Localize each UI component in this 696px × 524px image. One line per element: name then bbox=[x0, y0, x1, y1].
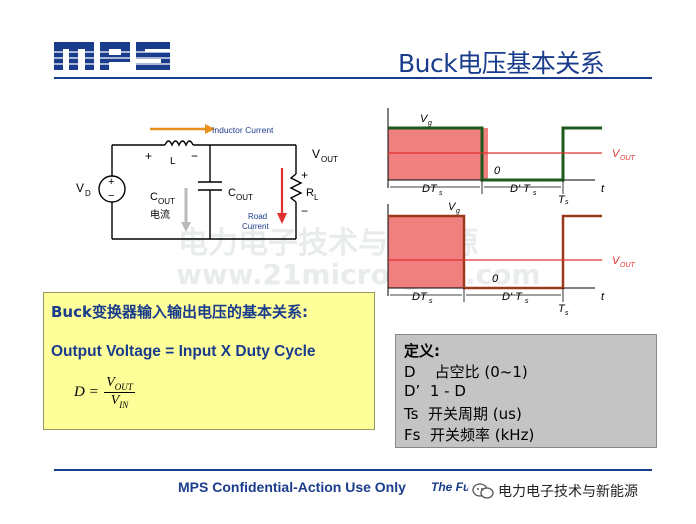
waveform-bottom: V g V OUT 0 DT s D' T s T s t bbox=[387, 201, 636, 317]
resistor-plus: + bbox=[301, 168, 308, 182]
svg-text:DT: DT bbox=[412, 291, 428, 303]
svg-text:s: s bbox=[565, 199, 569, 204]
buck-circuit-diagram: + − Inductor Current + L − V D V OUT C O… bbox=[76, 124, 338, 240]
svg-text:+: + bbox=[108, 176, 114, 188]
resistor-minus: − bbox=[301, 204, 308, 218]
svg-text:V: V bbox=[420, 113, 429, 125]
footer-tagline: The Fu bbox=[431, 480, 471, 494]
header-divider bbox=[54, 77, 652, 79]
svg-text:OUT: OUT bbox=[321, 155, 338, 164]
vout-level-label: V bbox=[612, 255, 621, 267]
capacitor-label: C bbox=[228, 187, 236, 199]
definitions-title: 定义: bbox=[404, 342, 440, 360]
vout-label: V bbox=[312, 147, 320, 161]
svg-text:g: g bbox=[456, 208, 460, 215]
svg-text:D' T: D' T bbox=[502, 291, 523, 303]
wechat-icon bbox=[472, 483, 494, 499]
road-current-label-1: Road bbox=[248, 212, 267, 221]
mps-logo-graphic bbox=[52, 42, 174, 70]
duty-cycle-formula: D = VOUT VIN bbox=[74, 375, 135, 410]
svg-text:OUT: OUT bbox=[158, 197, 175, 206]
svg-text:s: s bbox=[439, 190, 443, 197]
svg-text:0: 0 bbox=[494, 165, 501, 177]
road-current-label-2: Current bbox=[242, 222, 269, 231]
svg-text:D' T: D' T bbox=[510, 183, 531, 195]
svg-text:−: − bbox=[108, 190, 114, 202]
svg-text:t: t bbox=[601, 291, 605, 303]
definition-d-prime: D’ 1 - D bbox=[404, 382, 466, 400]
svg-text:V: V bbox=[448, 201, 457, 213]
watermark-url: www.21micro-grid.com bbox=[176, 258, 541, 291]
cout-current-label: C bbox=[150, 191, 158, 203]
footer-confidential: MPS Confidential-Action Use Only bbox=[178, 479, 406, 495]
svg-text:t: t bbox=[601, 183, 605, 195]
inductor-label: L bbox=[170, 156, 176, 167]
relation-heading: Buck变换器输入输出电压的基本关系: bbox=[51, 303, 308, 321]
svg-text:s: s bbox=[533, 190, 537, 197]
svg-text:DT: DT bbox=[422, 183, 438, 195]
wechat-badge: 电力电子技术与新能源 bbox=[468, 478, 642, 504]
svg-text:OUT: OUT bbox=[236, 193, 253, 202]
svg-text:s: s bbox=[429, 298, 433, 305]
definition-fs: Fs 开关频率 (kHz) bbox=[404, 426, 535, 444]
svg-text:OUT: OUT bbox=[620, 155, 636, 162]
svg-text:T: T bbox=[558, 303, 566, 315]
svg-text:OUT: OUT bbox=[620, 262, 636, 269]
svg-text:0: 0 bbox=[492, 273, 499, 285]
wechat-account-name: 电力电子技术与新能源 bbox=[498, 484, 638, 500]
svg-text:L: L bbox=[314, 193, 319, 202]
slide-title: Buck电压基本关系 bbox=[398, 49, 605, 78]
svg-text:D: D bbox=[85, 189, 91, 198]
inductor-minus: − bbox=[191, 149, 198, 163]
inductor-current-label: Inductor Current bbox=[212, 125, 274, 135]
resistor-label: R bbox=[306, 187, 314, 199]
inductor-plus: + bbox=[145, 149, 152, 163]
definition-d: D 占空比 (0~1) bbox=[404, 363, 528, 381]
svg-text:g: g bbox=[428, 120, 432, 127]
output-voltage-equation: Output Voltage = Input X Duty Cycle bbox=[51, 343, 316, 360]
cout-current-cn: 电流 bbox=[150, 208, 170, 221]
svg-text:T: T bbox=[558, 194, 566, 204]
svg-text:s: s bbox=[565, 310, 569, 317]
vout-level-label: V bbox=[612, 148, 621, 160]
mps-logo bbox=[52, 38, 174, 79]
definition-ts: Ts 开关周期 (us) bbox=[404, 405, 522, 423]
svg-text:s: s bbox=[525, 298, 529, 305]
voltage-relation-box: Buck变换器输入输出电压的基本关系: Output Voltage = Inp… bbox=[43, 292, 375, 430]
definitions-box: 定义: D 占空比 (0~1) D’ 1 - D Ts 开关周期 (us) Fs… bbox=[395, 334, 657, 448]
footer-divider bbox=[54, 469, 652, 471]
vd-label: V bbox=[76, 181, 84, 195]
waveform-top: V g V OUT 0 DT s D' T s T s t bbox=[387, 108, 636, 204]
